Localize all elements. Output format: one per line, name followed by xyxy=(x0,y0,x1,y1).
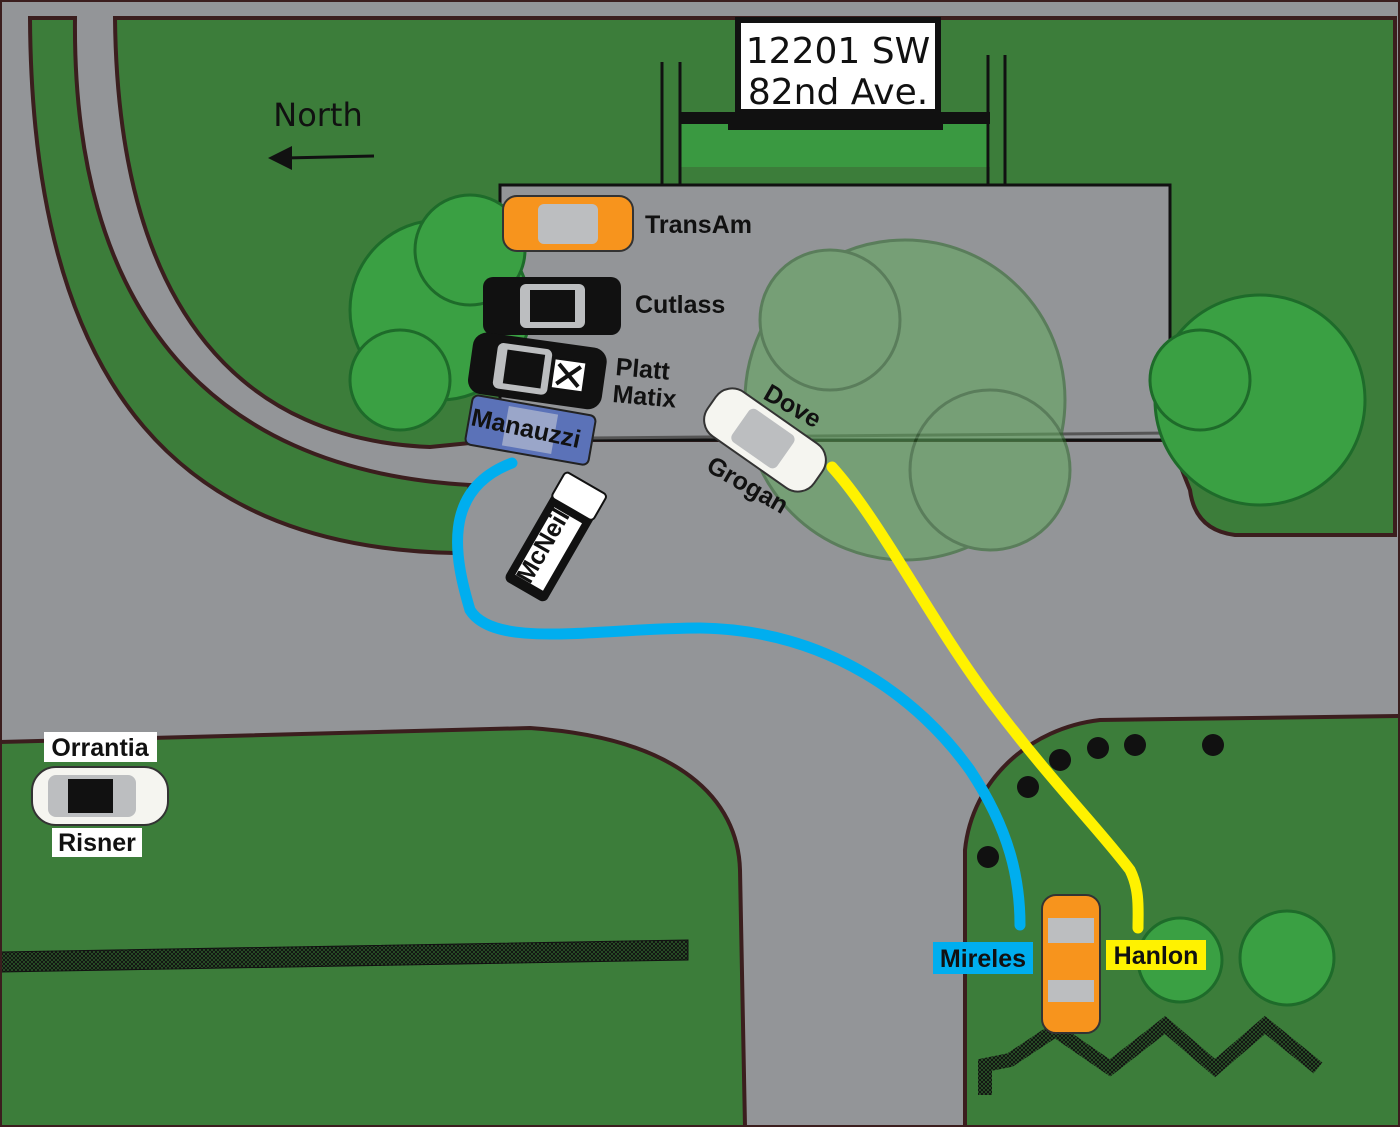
car-dove-grogan xyxy=(703,387,827,493)
tree-large-translucent xyxy=(743,238,1072,562)
grass-southwest xyxy=(0,725,748,1127)
bollards xyxy=(977,734,1224,868)
car-orrantia-risner xyxy=(31,766,169,826)
label-box-mireles xyxy=(933,942,1033,974)
entrance-gate xyxy=(660,55,1007,185)
label-matix: Matix xyxy=(611,380,677,413)
car-transam xyxy=(502,195,634,252)
hanlon-sightline xyxy=(826,461,1144,934)
label-risner: Risner xyxy=(58,829,136,857)
mireles-sightline xyxy=(452,457,1026,931)
arrow-left-icon xyxy=(268,146,375,170)
address-line-1: 12201 SW xyxy=(746,31,930,72)
north-label: North xyxy=(273,96,363,134)
label-orrantia: Orrantia xyxy=(51,734,149,762)
fence-zigzag xyxy=(978,1015,1323,1095)
label-box-hanlon xyxy=(1106,940,1206,970)
label-cutlass: Cutlass xyxy=(635,291,725,319)
label-platt: Platt xyxy=(614,353,671,386)
shrub-2 xyxy=(1238,909,1336,1007)
label-hanlon: Hanlon xyxy=(1114,942,1199,970)
car-manauzzi xyxy=(464,394,597,466)
car-witness xyxy=(1041,894,1101,1034)
address-line-2: 82nd Ave. xyxy=(748,72,928,113)
label-transam: TransAm xyxy=(645,211,752,239)
car-platt-matix xyxy=(468,332,607,410)
tree-right xyxy=(1148,293,1367,507)
fence-south xyxy=(0,939,689,973)
label-mireles: Mireles xyxy=(940,945,1026,973)
tree-left xyxy=(348,193,532,432)
label-box-orrantia xyxy=(44,732,157,762)
car-cutlass xyxy=(483,277,621,335)
address-sign: 12201 SW 82nd Ave. xyxy=(735,17,941,115)
label-box-risner xyxy=(52,828,142,857)
car-mcneill xyxy=(505,471,607,602)
